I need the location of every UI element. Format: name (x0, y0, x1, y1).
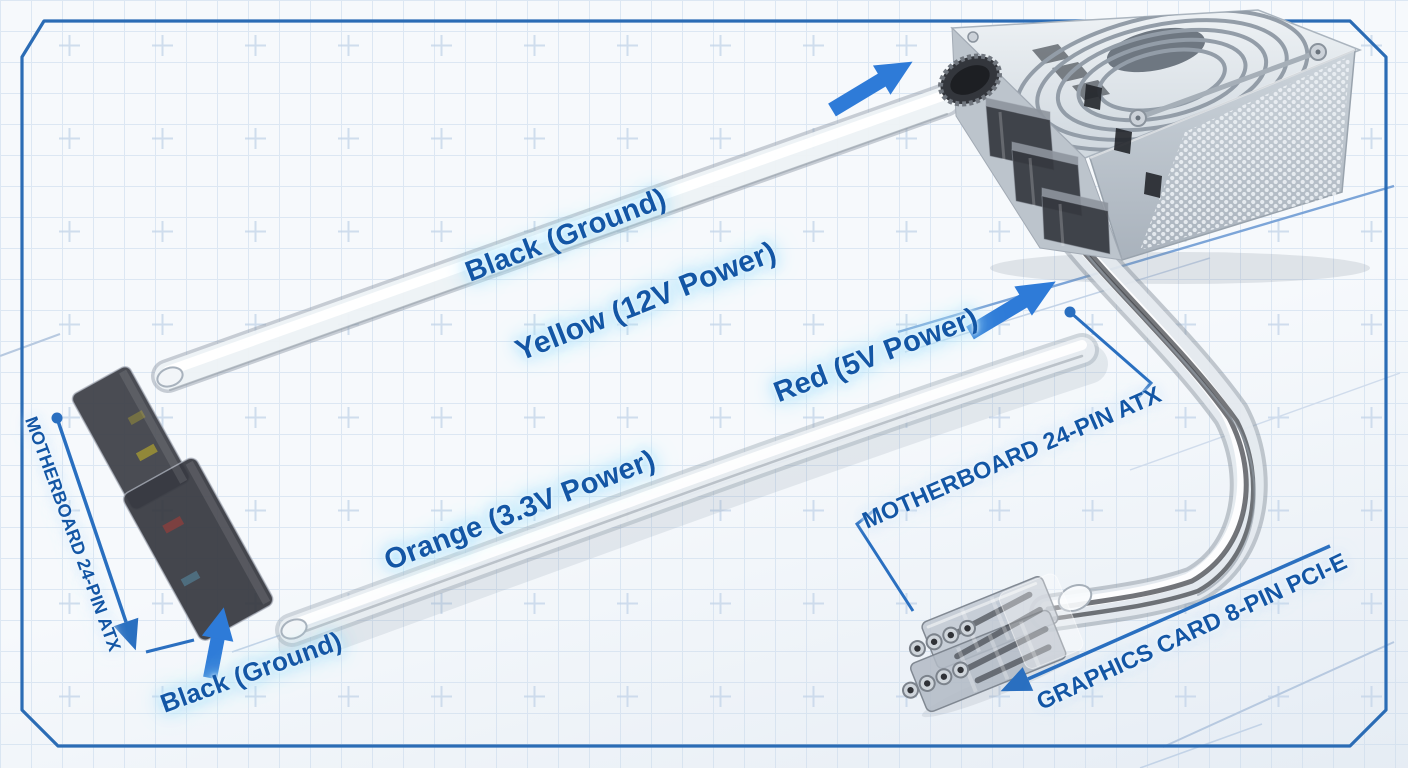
clear-sleeve-upper (151, 83, 962, 393)
pcie-8pin-assembly (902, 573, 1093, 718)
annotations (51, 61, 1331, 692)
leader-atx-left (51, 412, 195, 654)
atx-24pin-connector (71, 365, 274, 641)
sleeve-opening (1057, 583, 1093, 613)
psu-honeycomb-vent (1140, 56, 1350, 250)
cable-bundle (151, 83, 1108, 664)
psu-modular-connector-block (985, 97, 1111, 255)
psu-socket-tabs (1084, 84, 1162, 198)
blueprint-frame (20, 19, 1388, 748)
leader-pcie (1000, 544, 1331, 692)
pcie-8pin-connector (902, 573, 1084, 718)
arrow-up-icon (201, 607, 234, 680)
clear-sleeve-lower (275, 333, 1099, 647)
arrow-up-right-icon (828, 61, 913, 117)
arrow-up-right-icon (966, 281, 1056, 340)
pcie-pins (902, 619, 976, 699)
cable-grommet (938, 53, 1002, 107)
pcie-cable-tube (1029, 196, 1268, 632)
power-supply-unit (938, 9, 1370, 632)
leader-atx-right (855, 306, 1154, 612)
